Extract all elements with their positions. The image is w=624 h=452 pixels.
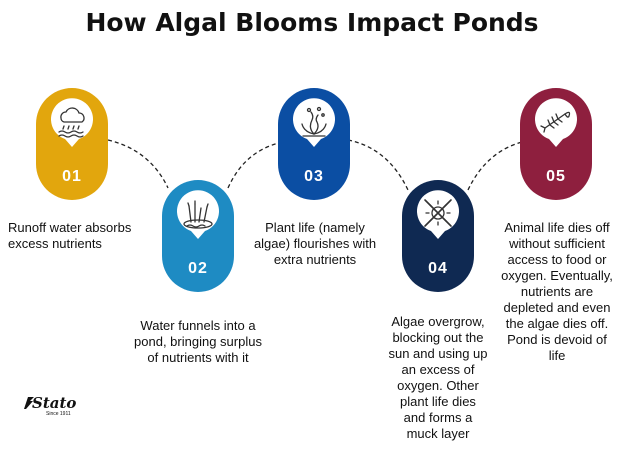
logo-wordmark: Stato: [32, 394, 77, 412]
connector-4-5: [467, 141, 523, 191]
step-03-description: Plant life (namely algae) flourishes wit…: [253, 220, 377, 267]
step-01-description: Runoff water absorbs excess nutrients: [8, 220, 132, 251]
step-04-number: 04: [428, 260, 448, 277]
step-02-description: Water funnels into a pond, bringing surp…: [134, 318, 262, 365]
connector-1-2: [107, 139, 169, 189]
step-02-pill: 02: [162, 180, 234, 292]
step-05-description: Animal life dies off without sufficient …: [501, 220, 613, 363]
pond-reeds-icon: [177, 190, 219, 239]
fish-skeleton-icon: [535, 98, 577, 147]
connector-2-3: [227, 141, 284, 189]
step-01-pill: 01: [36, 88, 108, 200]
step-04-description: Algae overgrow, blocking out the sun and…: [388, 314, 488, 441]
crossed-sun-icon: [417, 190, 459, 239]
stato-logo: Stato Since 1911: [22, 394, 82, 420]
step-03-pill: 03: [278, 88, 350, 200]
algae-plant-icon: [293, 98, 335, 147]
step-05-number: 05: [546, 168, 566, 185]
step-05-pill: 05: [520, 88, 592, 200]
step-02-number: 02: [188, 260, 208, 277]
logo-tagline: Since 1911: [46, 411, 71, 417]
step-01-number: 01: [62, 168, 82, 185]
step-03-number: 03: [304, 168, 324, 185]
rain-cloud-icon: [51, 98, 93, 147]
logo-swoosh-icon: [24, 397, 34, 409]
page-title: How Algal Blooms Impact Ponds: [85, 8, 539, 37]
connector-3-4: [347, 139, 409, 191]
step-04-pill: 04: [402, 180, 474, 292]
